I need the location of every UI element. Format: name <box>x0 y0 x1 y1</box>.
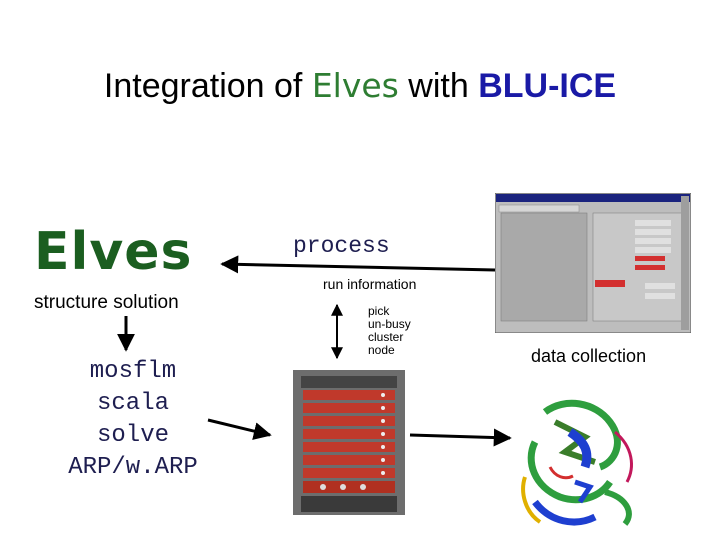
program-solve: solve <box>96 422 169 449</box>
title-elves: Elves <box>311 66 399 105</box>
elves-logo: Elves <box>34 222 193 282</box>
pick-line-2: un-busy <box>368 317 411 331</box>
bluice-screenshot <box>495 193 691 333</box>
program-scala: scala <box>96 390 169 417</box>
process-label: process <box>293 233 390 259</box>
program-arp-warp: ARP/w.ARP <box>68 454 198 481</box>
arrow-bluice-to-elves <box>220 255 496 274</box>
data-collection-label: data collection <box>531 346 647 366</box>
structure-solution-label: structure solution <box>34 292 179 313</box>
arrow-cluster-to-protein <box>409 428 512 447</box>
title-middle: with <box>398 67 479 105</box>
pick-line-1: pick <box>368 304 390 318</box>
program-mosflm: mosflm <box>89 358 177 385</box>
pick-node-label: pick un-busy cluster node <box>368 305 411 357</box>
slide-title: Integration of Elves with BLU-ICE <box>0 66 720 106</box>
program-list: mosflm scala solve ARP/w.ARP <box>58 356 208 484</box>
title-prefix: Integration of <box>103 67 312 105</box>
arrow-programs-to-cluster <box>207 418 272 440</box>
cluster-rack-image <box>293 370 405 515</box>
protein-structure-image <box>521 399 633 526</box>
run-information-label: run information <box>323 276 417 292</box>
pick-line-4: node <box>368 343 395 357</box>
title-bluice: BLU-ICE <box>478 67 617 105</box>
pick-line-3: cluster <box>368 330 404 344</box>
